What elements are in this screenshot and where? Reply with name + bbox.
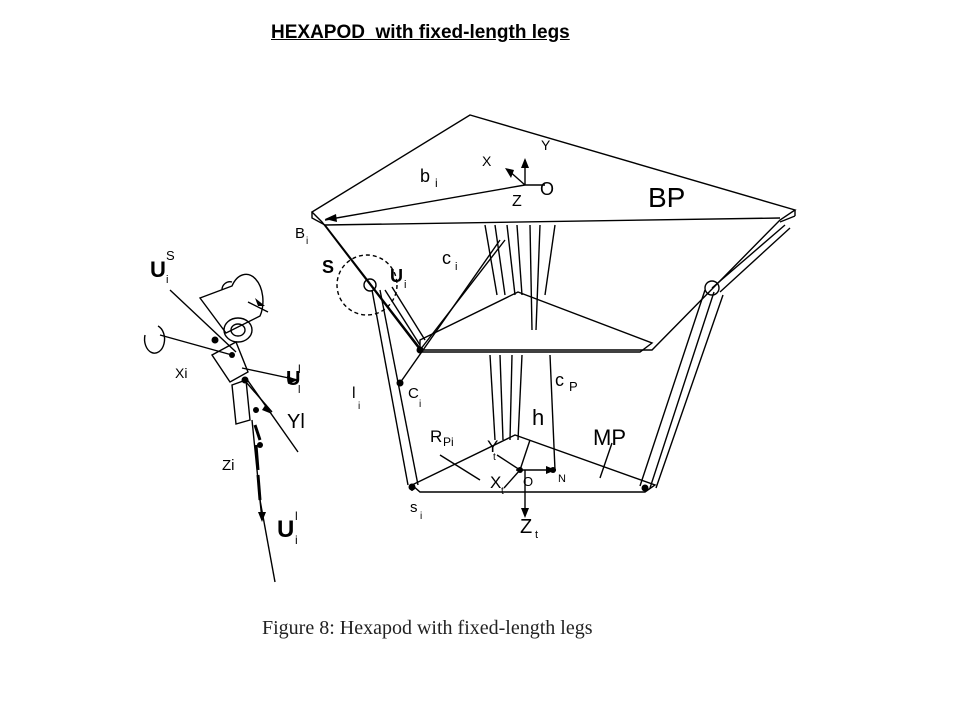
label-u-main: U — [390, 266, 403, 286]
label-us: U — [150, 257, 166, 282]
label-ul: U — [286, 368, 300, 390]
label-yt: Y — [487, 437, 498, 456]
leg-right-pair — [639, 224, 791, 489]
label-ul2-sup: l — [295, 509, 298, 523]
label-zi: Zi — [222, 457, 235, 474]
label-yt-sub: t — [493, 452, 496, 463]
label-c-point-sub: i — [419, 399, 421, 410]
label-l-sub: i — [358, 401, 360, 412]
leg-left-front — [371, 289, 419, 486]
label-mp: MP — [593, 425, 626, 450]
leg-left-mid — [384, 286, 426, 346]
label-xt: X — [490, 473, 501, 492]
label-u-main-sub: i — [404, 279, 406, 291]
label-origin-o: O — [540, 179, 554, 199]
joint-node-right — [704, 280, 720, 296]
label-cp: c — [555, 370, 564, 390]
label-r: R — [430, 427, 442, 446]
label-c-point: C — [408, 385, 419, 402]
page-title: HEXAPOD with fixed-length legs — [271, 22, 570, 43]
label-axis-z: Z — [512, 193, 522, 210]
label-n: N — [558, 473, 566, 485]
label-s-point: s — [410, 499, 418, 516]
label-xt-sub: t — [501, 486, 504, 497]
label-bp: BP — [648, 182, 685, 213]
label-s-point-sub: i — [420, 511, 422, 522]
label-us-sup: S — [166, 248, 175, 263]
vector-lines — [324, 160, 613, 515]
label-ot: O — [523, 474, 533, 489]
label-yl: Yl — [287, 411, 305, 433]
label-c: c — [442, 248, 451, 268]
label-c-sub: i — [455, 261, 457, 273]
label-b-point-sub: i — [306, 236, 308, 247]
label-cp-sub: P — [569, 379, 578, 394]
label-r-sub: Pi — [443, 435, 454, 449]
label-b: b — [420, 166, 430, 186]
label-ul2-sub: i — [295, 533, 298, 547]
label-ul-sup: l — [298, 362, 301, 376]
universal-joint-detail — [143, 273, 299, 583]
label-b-sub: i — [435, 176, 438, 190]
label-b-point: B — [295, 225, 305, 242]
label-zt: Z — [520, 516, 532, 538]
label-axis-y: Y — [541, 137, 551, 153]
center-column — [484, 224, 556, 471]
arrowheads — [211, 158, 649, 522]
label-zt-sub: t — [535, 529, 538, 541]
label-h: h — [532, 405, 544, 430]
joint-node — [363, 278, 377, 292]
figure-caption: Figure 8: Hexapod with fixed-length legs — [262, 617, 593, 639]
label-axis-x: X — [482, 153, 492, 169]
label-us-sub: i — [166, 274, 168, 286]
label-ul2: U — [277, 516, 294, 543]
spherical-joint-circle — [336, 254, 398, 316]
label-l: l — [352, 385, 356, 402]
label-s: S — [322, 257, 334, 277]
label-xi: Xi — [175, 365, 187, 381]
label-ul-sub: l — [298, 384, 300, 396]
